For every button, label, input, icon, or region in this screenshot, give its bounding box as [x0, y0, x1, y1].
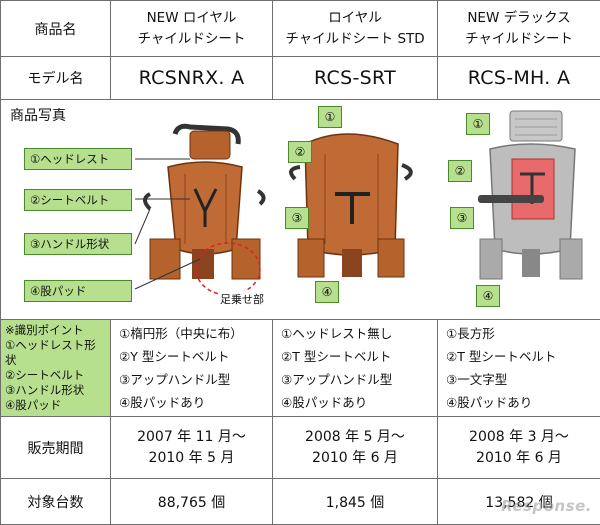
label-model: モデル名	[1, 57, 111, 100]
product-name-2: ロイヤルチャイルドシート STD	[273, 1, 438, 57]
footrest-label: 足乗せ部	[218, 291, 266, 307]
callout-crotch-pad: ④股パッド	[24, 280, 132, 302]
seat-photo-1	[135, 126, 264, 295]
label-period: 販売期間	[1, 417, 111, 479]
callout-seatbelt: ②シートベルト	[24, 189, 132, 211]
marker-3-3: ③	[450, 207, 474, 229]
id-points-legend: ※識別ポイント ①ヘッドレスト形状 ②シートベルト ③ハンドル形状 ④股パッド	[1, 320, 111, 417]
watermark: Response.	[501, 497, 592, 515]
marker-2-4: ④	[315, 281, 339, 303]
count-1: 88,765 個	[111, 479, 273, 525]
marker-2-2: ②	[288, 141, 312, 163]
period-1: 2007 年 11 月～2010 年 5 月	[111, 417, 273, 479]
label-count: 対象台数	[1, 479, 111, 525]
id-points-title: ※識別ポイント	[5, 323, 84, 337]
marker-3-1: ①	[466, 113, 490, 135]
product-name-1: NEW ロイヤルチャイルドシート	[111, 1, 273, 57]
marker-3-2: ②	[448, 160, 472, 182]
callout-handle: ③ハンドル形状	[24, 233, 132, 255]
photo-overlay: 商品写真	[0, 99, 600, 319]
period-3: 2008 年 3 月～2010 年 6 月	[438, 417, 600, 479]
id-point-1: ①ヘッドレスト形状	[5, 338, 96, 367]
id-point-3: ③ハンドル形状	[5, 383, 84, 397]
model-1: RCSNRX. A	[111, 57, 273, 100]
label-product-name: 商品名	[1, 1, 111, 57]
marker-2-3: ③	[285, 207, 309, 229]
marker-3-4: ④	[476, 285, 500, 307]
model-2: RCS-SRT	[273, 57, 438, 100]
row-product-name: 商品名 NEW ロイヤルチャイルドシート ロイヤルチャイルドシート STD NE…	[1, 1, 600, 57]
row-id-points: ※識別ポイント ①ヘッドレスト形状 ②シートベルト ③ハンドル形状 ④股パッド …	[1, 320, 600, 417]
period-2: 2008 年 5 月～2010 年 6 月	[273, 417, 438, 479]
id-point-2: ②シートベルト	[5, 368, 84, 382]
row-model: モデル名 RCSNRX. A RCS-SRT RCS-MH. A	[1, 57, 600, 100]
model-3: RCS-MH. A	[438, 57, 600, 100]
id-point-4: ④股パッド	[5, 398, 61, 412]
marker-2-1: ①	[318, 106, 342, 128]
count-2: 1,845 個	[273, 479, 438, 525]
product-name-3: NEW デラックスチャイルドシート	[438, 1, 600, 57]
row-period: 販売期間 2007 年 11 月～2010 年 5 月 2008 年 5 月～2…	[1, 417, 600, 479]
seat-photo-3	[478, 111, 582, 279]
callout-headrest: ①ヘッドレスト	[24, 148, 132, 170]
